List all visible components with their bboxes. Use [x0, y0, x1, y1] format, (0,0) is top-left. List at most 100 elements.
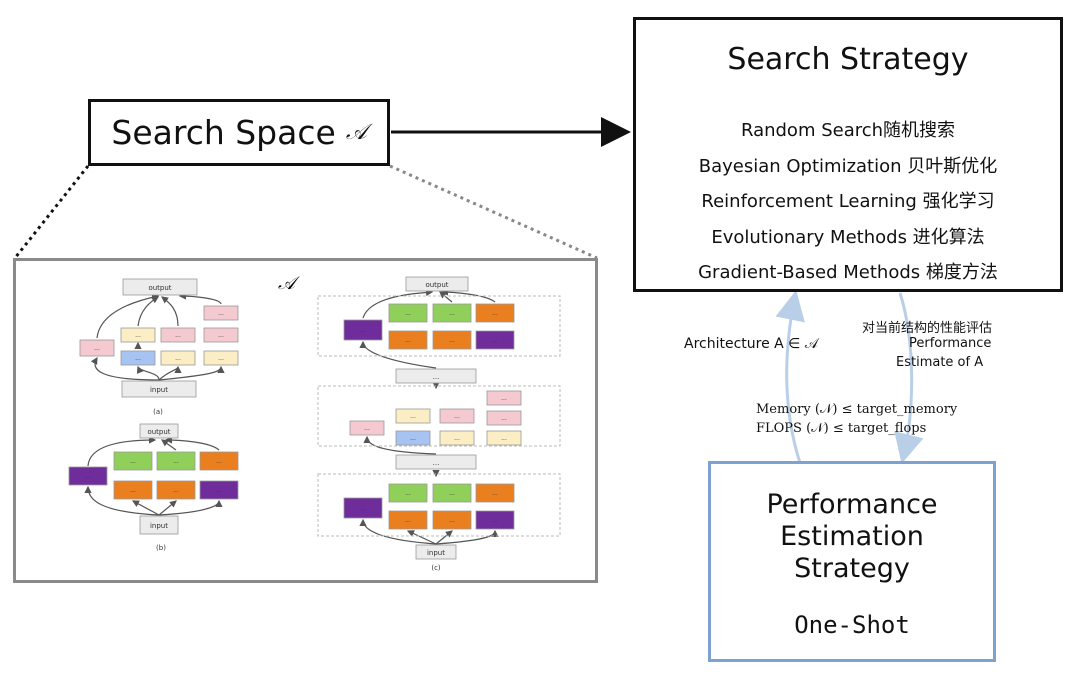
cell-connection	[435, 530, 453, 545]
estimate-arrow	[894, 292, 924, 464]
panel-b-output-label: output	[147, 428, 170, 436]
search-space-symbol: 𝒜	[345, 120, 367, 145]
constraint-flops: FLOPS (𝒩) ≤ target_flops	[756, 421, 927, 436]
cell-connection	[435, 529, 499, 545]
op-cell	[432, 483, 472, 503]
op-cell	[475, 330, 515, 350]
op-cell-label: ...	[405, 517, 411, 524]
op-cell-label: ...	[449, 310, 455, 317]
cell-connection	[158, 499, 223, 516]
estimate-label-zh: 对当前结构的性能评估	[862, 321, 993, 336]
panel-c-block-2	[317, 385, 561, 447]
op-cell	[388, 510, 428, 530]
cell-connection	[136, 365, 160, 381]
search-strategy-title: Search Strategy	[727, 42, 969, 77]
op-cell	[439, 430, 475, 446]
op-cell	[395, 430, 431, 446]
op-cell	[113, 480, 153, 500]
search-strategy-methods: Random Search随机搜索 Bayesian Optimization …	[636, 113, 1060, 291]
op-cell	[395, 408, 431, 424]
panel-b-input-label: input	[150, 522, 168, 530]
op-cell	[388, 330, 428, 350]
op-cell-label: ...	[175, 355, 181, 362]
op-cell-label: ...	[360, 505, 366, 512]
cell-connection	[84, 485, 160, 516]
constraint-memory: Memory (𝒩) ≤ target_memory	[756, 402, 958, 417]
perf-title-line-2: Estimation	[780, 521, 924, 552]
op-cell-label: ...	[405, 310, 411, 317]
cell-connection	[359, 340, 437, 369]
cell-connection	[440, 288, 496, 303]
op-cell-label: ...	[135, 355, 141, 362]
op-cell-label: ...	[85, 473, 91, 480]
op-cell	[475, 483, 515, 503]
op-cell-label: ...	[410, 413, 416, 420]
op-cell-label: ...	[501, 415, 507, 422]
cell-connection	[362, 288, 434, 319]
panel-b-output	[139, 423, 179, 439]
panel-c-reduction-2-label: ...	[433, 459, 440, 467]
panel-c-reduction-1	[395, 368, 477, 384]
op-cell-label: ...	[454, 413, 460, 420]
cell-connection	[406, 530, 437, 545]
perf-title-line-1: Performance	[766, 489, 938, 520]
op-cell-label: ...	[492, 337, 498, 344]
op-cell	[432, 330, 472, 350]
cell-connection	[161, 439, 177, 451]
estimate-label-en-2: Estimate of A	[896, 355, 984, 370]
figure-connections	[84, 288, 499, 545]
op-cell	[120, 350, 156, 366]
panel-b-input	[139, 515, 179, 535]
zoom-line-right	[389, 164, 598, 260]
architecture-label: Architecture A ∈ 𝒜	[684, 336, 819, 352]
cell-connection	[178, 292, 222, 305]
panel-c-output-label: output	[425, 281, 448, 289]
op-cell	[199, 480, 239, 500]
op-cell	[113, 451, 153, 471]
op-cell-label: ...	[175, 332, 181, 339]
op-cell	[486, 410, 522, 426]
search-space-label: Search Space	[111, 113, 336, 152]
architecture-arrow	[775, 290, 805, 464]
op-cell-label: ...	[218, 310, 224, 317]
figure-symbol: 𝒜	[278, 273, 300, 294]
cell-connection	[137, 296, 160, 327]
panel-a-input-label: input	[150, 386, 168, 394]
search-strategy-box: Search Strategy Random Search随机搜索 Bayesi…	[633, 17, 1063, 292]
op-cell-label: ...	[449, 517, 455, 524]
performance-estimation-subtitle: One-Shot	[794, 611, 910, 639]
op-cell	[120, 327, 156, 343]
cell-connection	[439, 291, 453, 303]
op-cell-label: ...	[492, 517, 498, 524]
op-cell-label: ...	[405, 337, 411, 344]
op-cell	[432, 303, 472, 323]
op-cell	[79, 339, 115, 357]
op-cell	[388, 483, 428, 503]
panel-a-input	[121, 380, 197, 398]
panel-c-reduction-1-label: ...	[433, 373, 440, 381]
op-cell-label: ...	[216, 487, 222, 494]
op-cell-label: ...	[454, 435, 460, 442]
op-cell	[475, 303, 515, 323]
op-cell-label: ...	[173, 487, 179, 494]
op-cell-label: ...	[94, 345, 100, 352]
cell-connection	[158, 500, 177, 516]
op-cell	[439, 408, 475, 424]
method-bayesian-optimization: Bayesian Optimization 贝叶斯优化	[698, 155, 998, 177]
panel-a-output	[122, 278, 198, 296]
op-cell-label: ...	[364, 425, 370, 432]
cell-connection	[359, 518, 437, 545]
cell-connection	[164, 436, 220, 451]
op-cell	[68, 466, 108, 486]
method-evolutionary: Evolutionary Methods 进化算法	[711, 226, 985, 248]
method-gradient-based: Gradient-Based Methods 梯度方法	[698, 262, 998, 283]
op-cell	[343, 319, 383, 341]
op-cell-label: ...	[173, 458, 179, 465]
panel-c-input	[415, 544, 457, 560]
op-cell-label: ...	[130, 458, 136, 465]
op-cell	[203, 327, 239, 343]
op-cell	[349, 420, 385, 436]
cell-structures-svg: outputinput........................(a)ou…	[68, 273, 561, 572]
op-cell	[343, 497, 383, 519]
